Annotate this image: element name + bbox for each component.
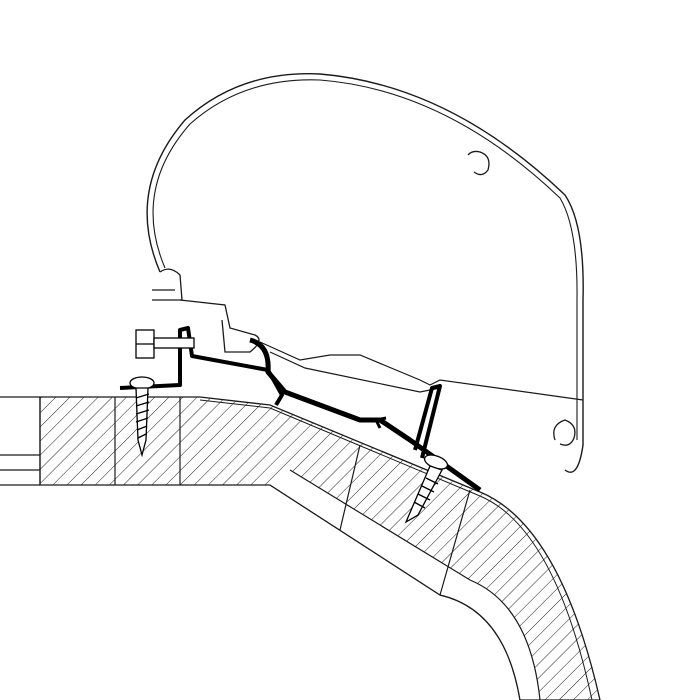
screw-right bbox=[404, 454, 449, 524]
roof-section bbox=[0, 396, 601, 700]
wall-panel-edge bbox=[0, 396, 471, 596]
roof-outer-skin bbox=[199, 399, 593, 700]
bolt bbox=[135, 329, 195, 359]
screw-left bbox=[129, 376, 155, 458]
roof-inner-layer bbox=[269, 469, 541, 700]
